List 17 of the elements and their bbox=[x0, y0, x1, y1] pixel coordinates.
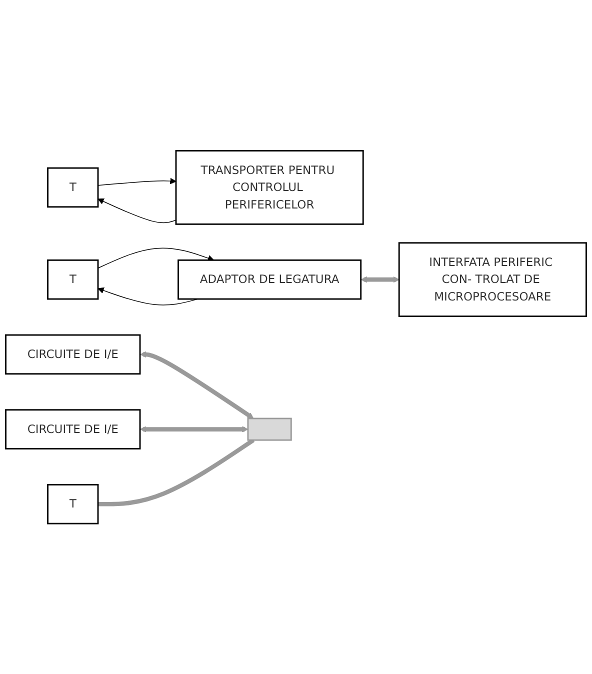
arrow bbox=[360, 276, 400, 283]
node-box: CIRCUITE DE I/E bbox=[5, 334, 141, 374]
node-box: ADAPTOR DE LEGATURA bbox=[178, 259, 362, 300]
node-box: INTERFATA PERIFERIC CON- TROLAT DE MICROPROCESOARE bbox=[398, 242, 587, 317]
node-box: CIRCUITE DE I/E bbox=[5, 408, 141, 450]
arrow bbox=[98, 287, 198, 306]
arrow bbox=[98, 248, 214, 268]
node-box: T bbox=[47, 484, 99, 524]
arrow bbox=[140, 351, 254, 419]
arrow bbox=[98, 178, 176, 186]
node-box: TRANSPORTER PENTRU CONTROLUL PERIFERICELOR bbox=[175, 150, 364, 225]
node-bar bbox=[247, 418, 292, 441]
arrow bbox=[98, 198, 176, 223]
connector bbox=[98, 438, 255, 506]
node-box: T bbox=[47, 167, 99, 208]
node-box: T bbox=[47, 259, 99, 300]
arrow bbox=[140, 426, 248, 432]
